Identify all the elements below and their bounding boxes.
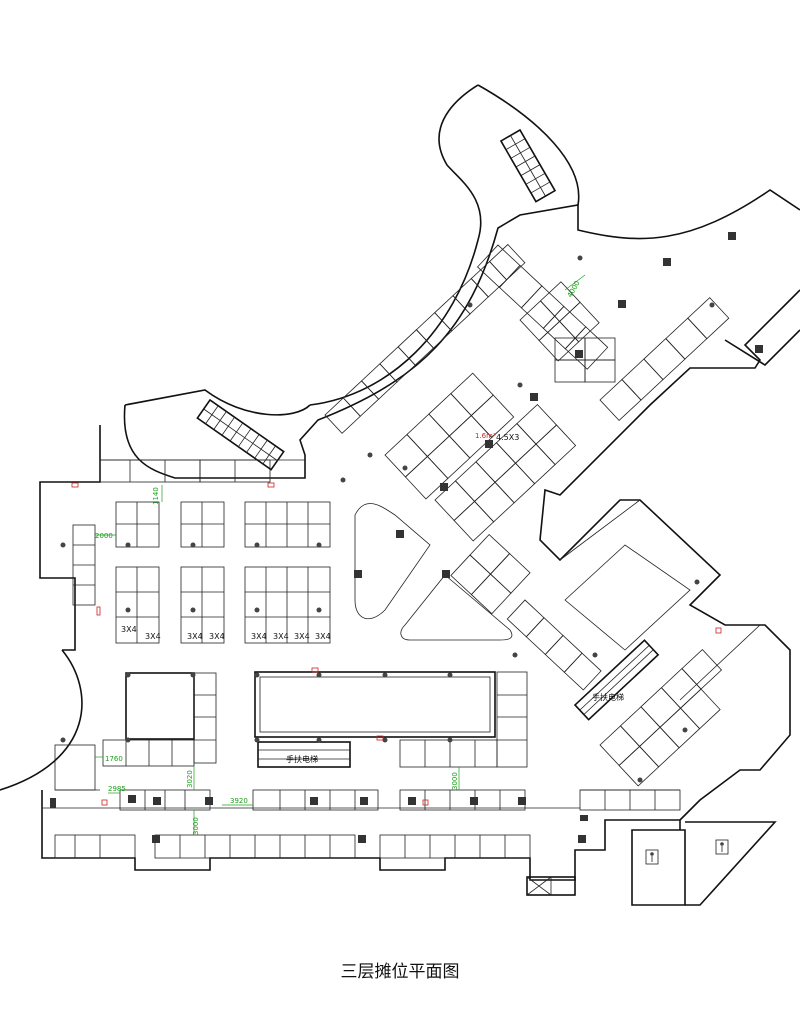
- booth-grid-right-lower: [599, 648, 723, 787]
- dimension-label: 3000: [192, 817, 200, 835]
- stair-left: [196, 398, 285, 471]
- escalator-label: 手扶电梯: [592, 692, 624, 702]
- dimension-label: 1760: [105, 755, 123, 763]
- red-markers: [71, 482, 722, 806]
- booth-size-label: 3X4: [273, 632, 289, 641]
- booth-grid-diagonal-lower: [450, 533, 531, 615]
- booth-size-label: 3X4: [209, 632, 225, 641]
- booth-size-label: 3X4: [121, 625, 137, 634]
- booth-size-label: 3X4: [315, 632, 331, 641]
- dimension-label: 3920: [230, 797, 248, 805]
- booth-grid-diagonal-southeast: [506, 599, 602, 691]
- booth-size-label: 3X4: [251, 632, 267, 641]
- floor-plan: 3X4 3X4 3X4 3X4 3X4 3X4 3X4 3X4 4.5X3 1.…: [0, 84, 800, 906]
- booth-grid-left: [72, 459, 331, 644]
- plan-title: 三层摊位平面图: [340, 962, 460, 982]
- booth-grid-diagonal-sq: [554, 337, 616, 383]
- booth-size-labels: 3X4 3X4 3X4 3X4 3X4 3X4 3X4 3X4 4.5X3 1.…: [121, 432, 624, 764]
- dimension-lines: [95, 274, 586, 835]
- dimension-label: 2000: [95, 532, 113, 540]
- outer-walls: [0, 84, 800, 906]
- booth-size-label: 3X4: [145, 632, 161, 641]
- booth-rows-bottom: [54, 744, 681, 859]
- escalator-right: [573, 639, 660, 721]
- booth-size-label: 3X4: [294, 632, 310, 641]
- stair-top: [499, 128, 557, 203]
- center-blocks: [102, 671, 528, 768]
- inner-walls: [42, 459, 761, 809]
- dimension-label: 1140: [152, 487, 160, 505]
- dimension-label: 3020: [186, 770, 194, 788]
- escalator-label: 手扶电梯: [286, 754, 318, 764]
- columns: [50, 232, 763, 843]
- booth-grid-diagonal-mid: [384, 372, 515, 500]
- dimension-label: 3000: [451, 772, 459, 790]
- dimension-label: 2985: [108, 785, 126, 793]
- booth-grid-diagonal-upper: [476, 244, 609, 370]
- booth-grid-diagonal-strip: [324, 243, 526, 434]
- booth-grid-right-upper: [599, 297, 730, 422]
- booth-grid-diagonal-center: [434, 403, 577, 542]
- booth-size-label-diagonal: 4.5X3: [496, 433, 519, 442]
- dimension-label: 4000: [566, 280, 582, 299]
- entrance-doors: [526, 876, 576, 896]
- restroom-icon: [645, 849, 659, 865]
- restroom-icon: [715, 839, 729, 855]
- booth-grid-diagonal-upper-right: [519, 281, 600, 362]
- booth-size-label: 3X4: [187, 632, 203, 641]
- dimension-labels: 2000 1140 1760 2985 3020 3920 3000 3000 …: [95, 280, 582, 835]
- area-note: 1.6m²: [475, 432, 496, 440]
